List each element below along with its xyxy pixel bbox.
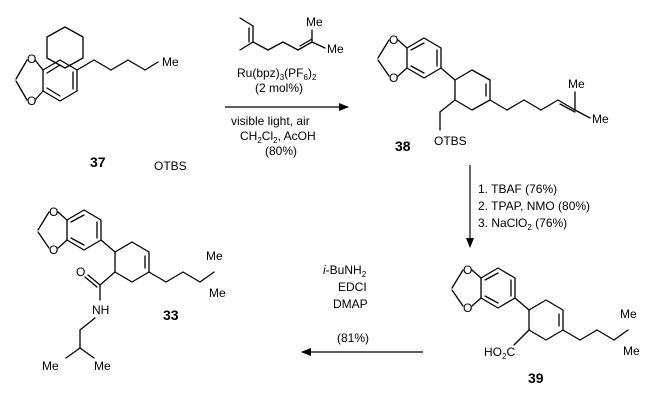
- atom-me: Me: [568, 77, 585, 91]
- atom-me: Me: [620, 307, 637, 321]
- atom-otbs: OTBS: [434, 134, 467, 148]
- atom-o: O: [463, 263, 472, 277]
- step2-line-3: 3. NaClO2 (76%): [478, 216, 567, 232]
- compound-label-33: 33: [163, 307, 179, 323]
- compound-33-structure: O O O NH Me Me Me Me 33: [37, 205, 226, 373]
- atom-o: O: [27, 94, 36, 108]
- compound-label-37: 37: [90, 154, 106, 170]
- step3-amine: i-BuNH2: [323, 263, 367, 279]
- compound-39-structure: O O HO2C Me Me 39: [451, 263, 640, 386]
- atom-o: O: [389, 33, 398, 47]
- reaction-step-1: Ru(bpz)3(PF6)2 (2 mol%) visible light, a…: [225, 66, 349, 158]
- reaction-step-2: 1. TBAF (76%) 2. TPAP, NMO (80%) 3. NaCl…: [466, 165, 590, 248]
- atom-ho2c: HO2C: [484, 345, 515, 361]
- step1-solvent: CH2Cl2, AcOH: [240, 129, 316, 145]
- compound-37-main: [46, 26, 84, 69]
- atom-me: Me: [94, 359, 111, 373]
- atom-o: O: [49, 205, 58, 219]
- atom-nh: NH: [92, 303, 109, 317]
- atom-o: O: [27, 52, 36, 66]
- atom-o: O: [49, 243, 58, 257]
- atom-me: Me: [209, 286, 226, 300]
- atom-me: Me: [162, 55, 179, 69]
- compound-label-38: 38: [395, 138, 411, 154]
- atom-me: Me: [206, 249, 223, 263]
- atom-me: Me: [623, 344, 640, 358]
- atom-o: O: [463, 301, 472, 315]
- diene-reagent: Me Me: [239, 15, 344, 56]
- atom-me: Me: [327, 42, 344, 56]
- compound-37-label-group: 37 OTBS: [90, 154, 187, 173]
- atom-me: Me: [592, 112, 609, 126]
- reaction-step-3: i-BuNH2 EDCI DMAP (81%): [301, 263, 423, 356]
- compound-37-structure: O O Me: [15, 52, 179, 108]
- step2-line-1: 1. TBAF (76%): [478, 182, 557, 196]
- step3-reagent-2: DMAP: [333, 297, 368, 311]
- atom-otbs: OTBS: [154, 159, 187, 173]
- atom-me: Me: [42, 359, 59, 373]
- compound-label-39: 39: [528, 370, 544, 386]
- step3-reagent-1: EDCI: [338, 280, 367, 294]
- atom-me: Me: [306, 15, 323, 29]
- step2-line-2: 2. TPAP, NMO (80%): [478, 199, 590, 213]
- atom-o: O: [76, 265, 85, 279]
- compound-38-structure: O O OTBS Me Me: [377, 33, 609, 148]
- step1-loading: (2 mol%): [255, 81, 303, 95]
- atom-o: O: [389, 71, 398, 85]
- step1-catalyst: Ru(bpz)3(PF6)2: [237, 66, 317, 82]
- step1-conditions: visible light, air: [231, 114, 310, 128]
- step1-yield: (80%): [265, 144, 297, 158]
- step3-yield: (81%): [337, 331, 369, 345]
